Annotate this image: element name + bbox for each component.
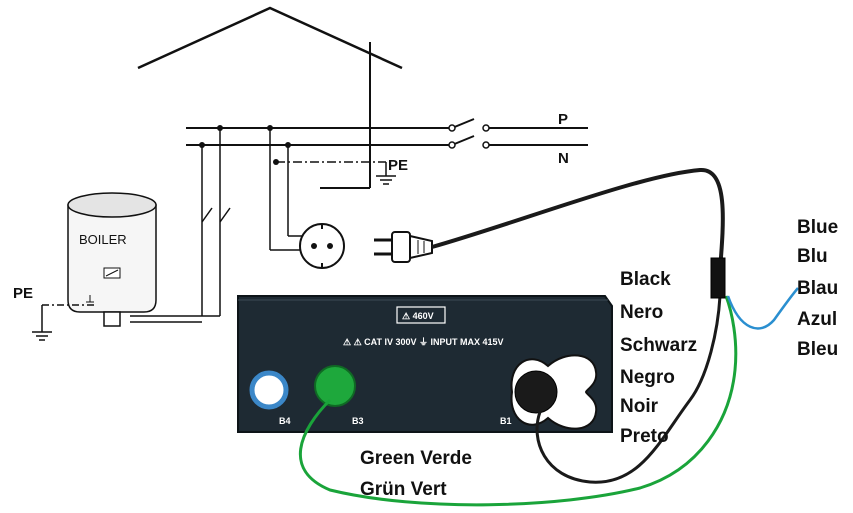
phase-label: P: [558, 111, 568, 128]
blue-lead-label: Blu: [797, 246, 828, 267]
green-lead-label: Grün Vert: [360, 479, 447, 500]
main-switch-contacts: [448, 124, 490, 149]
mains-plug: [374, 231, 433, 263]
earth-icon-left: [32, 331, 52, 341]
voltage-warning-box: [396, 306, 446, 324]
terminal-b4: [249, 370, 289, 410]
pe-label-left: PE: [13, 285, 33, 302]
terminal-b3-label: B3: [352, 416, 364, 426]
rating-text: ⚠ ⚠ CAT IV 300V ⏚ INPUT MAX 415V: [343, 337, 504, 347]
supply-lines: [186, 118, 588, 146]
blue-lead-label: Blau: [797, 278, 838, 299]
house-roof: [137, 6, 403, 70]
terminal-b1-label: B1: [500, 416, 512, 426]
green-test-lead: [298, 295, 738, 507]
black-test-lead: [535, 295, 722, 484]
blue-lead-label: Blue: [797, 217, 838, 238]
black-lead-label: Preto: [620, 426, 669, 447]
terminal-b1: [510, 354, 598, 430]
black-lead-label: Nero: [620, 302, 663, 323]
green-lead-label: Green Verde: [360, 448, 472, 469]
blue-lead-labels: Blue Blu Blau Azul Bleu: [797, 217, 838, 360]
earth-icon-top: [376, 175, 396, 185]
black-lead-label: Negro: [620, 367, 675, 388]
terminal-b4-label: B4: [279, 416, 291, 426]
socket-feed: [269, 128, 304, 251]
voltage-warning: ⚠ 460V: [402, 311, 434, 321]
blue-test-lead: [726, 287, 799, 330]
blue-lead-label: Bleu: [797, 339, 838, 360]
pe-label-top: PE: [388, 157, 408, 174]
cable-splitter: [710, 257, 726, 299]
blue-lead-label: Azul: [797, 309, 837, 330]
boiler-feed: [130, 128, 231, 323]
wall-socket: [299, 223, 345, 269]
neutral-label: N: [558, 150, 569, 167]
boiler: [67, 192, 157, 327]
terminal-b3: [314, 365, 356, 407]
black-mains-cable: [431, 167, 725, 271]
black-lead-label: Schwarz: [620, 335, 697, 356]
black-lead-labels: Black Nero Schwarz Negro Noir Preto: [620, 269, 697, 447]
black-lead-label: Noir: [620, 396, 659, 417]
black-lead-label: Black: [620, 269, 671, 290]
boiler-label: BOILER: [79, 232, 127, 247]
